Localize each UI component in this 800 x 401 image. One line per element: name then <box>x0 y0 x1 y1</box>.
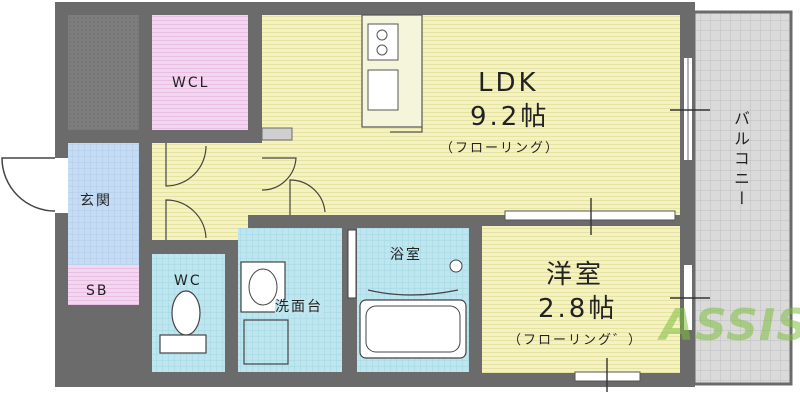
wc-door-swing <box>165 199 207 240</box>
washbasin-bowl <box>248 268 278 306</box>
entrance-door-swing <box>1 157 56 212</box>
shower-head <box>449 259 463 273</box>
hallway-connector <box>248 143 262 215</box>
toilet-bowl <box>171 290 201 336</box>
western-floor: （フローリング゛） <box>508 333 644 348</box>
wall-segment <box>261 127 293 141</box>
ldk-floor: （フローリング） <box>440 141 561 156</box>
shoebox-area <box>68 265 139 305</box>
bath-name: 浴室 <box>390 247 422 263</box>
balcony-area <box>692 10 793 386</box>
kitchen-sink <box>367 69 399 111</box>
wc-name: WC <box>174 273 202 289</box>
washing-machine-space <box>243 319 289 365</box>
sb-name: SB <box>86 283 109 299</box>
bath-door <box>347 229 357 299</box>
ldk-door-swing <box>261 157 297 191</box>
bathtub-inner <box>365 305 461 353</box>
wcl-room <box>152 15 248 130</box>
western-size: 2.8帖 <box>538 294 618 324</box>
western-name: 洋室 <box>546 260 605 290</box>
washroom-door-swing <box>289 179 326 215</box>
entrance-door-gap <box>55 158 68 213</box>
stove-burner <box>376 44 388 56</box>
hallway-lower <box>262 158 332 215</box>
balcony-name: バルコニー <box>731 110 750 210</box>
ldk-name: LDK <box>478 68 539 98</box>
washroom-name: 洗面台 <box>275 299 323 315</box>
wcl-name: WCL <box>172 75 210 91</box>
hallway <box>152 143 248 240</box>
sliding-door <box>504 210 676 221</box>
entrance-name: 玄関 <box>80 193 112 209</box>
counter-edge <box>390 127 423 133</box>
shower-arc <box>367 289 459 296</box>
ldk-size: 9.2帖 <box>470 102 550 132</box>
entrance-area <box>68 143 139 265</box>
western-room <box>482 226 680 373</box>
toilet-tank <box>159 334 207 354</box>
stove-burner <box>376 29 388 41</box>
storage-area <box>68 15 139 130</box>
wcl-door-swing <box>165 143 207 187</box>
assist-logo: ASSIST <box>660 300 800 351</box>
